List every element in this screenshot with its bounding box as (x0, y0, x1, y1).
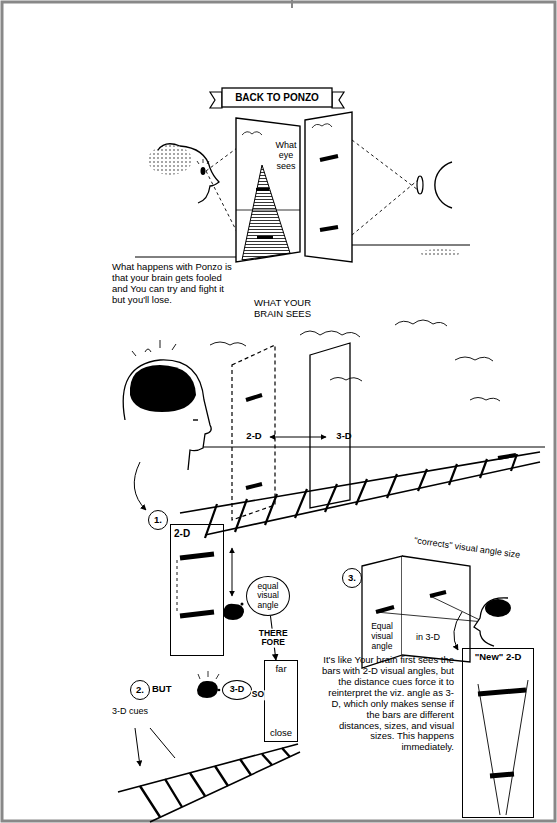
railway (242, 165, 290, 260)
bubble-dot (218, 689, 221, 692)
banner (222, 88, 332, 107)
edge-label: THERE FORE (257, 629, 289, 648)
double-arrow (232, 548, 233, 596)
brain (485, 599, 511, 617)
bar (180, 554, 214, 616)
picture-frame (236, 118, 300, 262)
thought-bubble: equal visual angle (246, 576, 290, 616)
eye (193, 419, 198, 420)
sight-line (478, 680, 528, 815)
banner-title: BACK TO PONZO (222, 91, 332, 104)
bar (478, 690, 526, 776)
panel-face (402, 556, 470, 662)
callout-number: 2. (130, 680, 150, 700)
hair-stipple (148, 145, 192, 175)
dimension-label: in 3-D (408, 632, 448, 642)
curved-arrow (454, 612, 462, 650)
rail (118, 744, 300, 822)
connector-word: BUT (152, 684, 182, 695)
bar (246, 395, 262, 488)
head-profile (158, 144, 219, 203)
node-text: 3. (348, 573, 356, 583)
picture-panel: 2-D (170, 524, 224, 656)
railway-tie (140, 748, 290, 817)
dimension-label: 3-D (330, 431, 358, 442)
node-text: 2-D (174, 528, 190, 539)
bar (257, 236, 273, 239)
cloud (312, 124, 332, 128)
curved-arrow (134, 462, 146, 510)
brain (130, 365, 196, 412)
eyeball (435, 162, 452, 208)
node-text: far (275, 664, 286, 674)
node-text: 2. (136, 685, 144, 695)
angle-label: Equal visual angle (364, 622, 400, 651)
node-text: 3-D (230, 685, 245, 695)
note-text: What happens with Ponzo is that your bra… (112, 262, 237, 306)
frame-tick (291, 0, 293, 8)
cue-label: 3-D cues (112, 706, 172, 716)
panel-caption: What eye sees (270, 140, 302, 171)
picture-panel: "New" 2-D (462, 648, 534, 818)
brain (197, 681, 218, 698)
dimension-label: 2-D (240, 431, 268, 442)
brain (223, 604, 244, 620)
thought-marks (132, 340, 176, 356)
retina-pane (305, 112, 352, 262)
shadow-stipple (420, 249, 460, 257)
eyelashes (197, 159, 209, 164)
callout-number: 1. (148, 510, 168, 530)
glass-pane (310, 343, 350, 508)
head-profile (123, 360, 211, 470)
node-text: close (270, 728, 292, 738)
glass-pane (232, 345, 275, 520)
node-text: 1. (154, 515, 162, 525)
horizon (200, 447, 545, 448)
thought-bubble: 3-D (222, 680, 252, 700)
thought-marks (198, 671, 219, 679)
eye (201, 167, 206, 175)
note-text: "corrects" visual angle size (405, 534, 530, 562)
cloud (210, 320, 500, 401)
cloud (242, 132, 262, 135)
double-arrow (270, 437, 326, 438)
sight-line (352, 140, 418, 235)
callout-number: 3. (342, 568, 362, 588)
bar (498, 455, 516, 458)
arrow (135, 728, 175, 766)
bar (376, 592, 446, 612)
sight-line (206, 148, 237, 232)
distance-card: far close (264, 660, 298, 742)
edge-label: SO (251, 691, 265, 700)
railway-tie (205, 454, 517, 538)
bubble-dot (241, 603, 244, 606)
ground-line (135, 245, 470, 257)
node-text: "New" 2-D (475, 652, 522, 662)
bar (320, 156, 338, 230)
bar (256, 188, 269, 191)
dashed-line (177, 560, 178, 612)
explanation-text: It's like Your brain first sees the bars… (322, 655, 454, 753)
section-heading: WHAT YOUR BRAIN SEES (240, 298, 325, 320)
lens (417, 176, 423, 194)
node-text: equal visual angle (250, 582, 286, 610)
